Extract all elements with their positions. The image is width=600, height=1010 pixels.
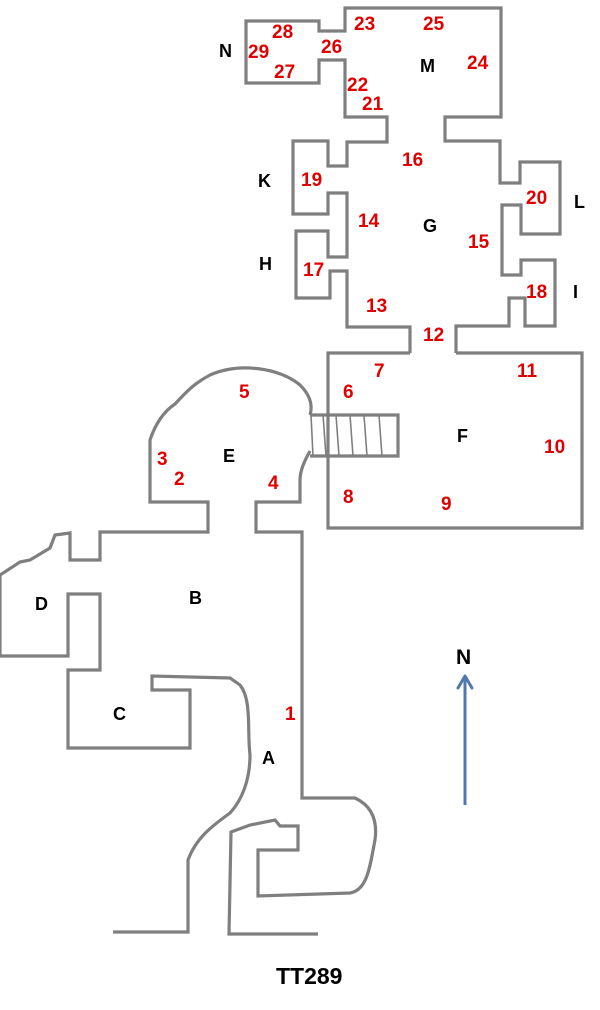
- scene-number-24: 24: [467, 53, 489, 74]
- plan-walls: [0, 6, 584, 936]
- plan-title: TT289: [276, 963, 342, 989]
- scene-number-14: 14: [358, 211, 380, 232]
- chamber-g-wall-west: [244, 6, 562, 353]
- scene-number-18: 18: [526, 282, 547, 303]
- room-label-b: B: [189, 588, 202, 608]
- room-label-e: E: [223, 446, 235, 466]
- north-arrow-label: N: [456, 646, 471, 669]
- scene-number-23: 23: [354, 14, 375, 35]
- scene-number-13: 13: [366, 296, 387, 317]
- room-label-c: C: [113, 704, 126, 724]
- scene-number-6: 6: [343, 382, 354, 403]
- scene-number-8: 8: [343, 487, 354, 508]
- scene-number-25: 25: [423, 14, 445, 35]
- scene-number-5: 5: [239, 382, 250, 403]
- room-label-m: M: [420, 56, 435, 76]
- room-label-f: F: [457, 426, 468, 446]
- stairs-outline: [310, 413, 400, 458]
- north-arrow-head-icon: [456, 674, 474, 690]
- scene-number-19: 19: [301, 170, 322, 191]
- north-arrow: N: [456, 646, 474, 805]
- scene-number-28: 28: [272, 22, 293, 43]
- scene-number-29: 29: [248, 42, 269, 63]
- room-label-i: I: [573, 282, 578, 302]
- room-label-a: A: [262, 748, 275, 768]
- passage-wall-east: [227, 450, 378, 936]
- stairs-treads: [310, 414, 383, 457]
- scene-number-4: 4: [268, 473, 279, 494]
- scene-number-20: 20: [526, 188, 547, 209]
- scene-number-2: 2: [174, 469, 185, 490]
- scene-number-7: 7: [374, 361, 385, 382]
- scene-number-1: 1: [285, 704, 296, 725]
- scene-number-26: 26: [321, 37, 342, 58]
- room-label-d: D: [35, 594, 48, 614]
- room-label-l: L: [574, 192, 585, 212]
- room-labels: A B C D E F G H I K L M N: [35, 41, 585, 768]
- scene-number-22: 22: [347, 75, 368, 96]
- room-label-h: H: [259, 254, 272, 274]
- entrance-wall-west: [0, 366, 313, 934]
- scene-number-21: 21: [362, 94, 384, 115]
- room-label-k: K: [258, 171, 271, 191]
- hall-f-wall: [326, 351, 584, 530]
- scene-number-10: 10: [544, 437, 565, 458]
- scene-number-16: 16: [402, 150, 423, 171]
- scene-numbers: 1 2 3 4 5 6 7 8 9 10 11 12 13 14 15 16 1…: [157, 14, 565, 725]
- scene-number-17: 17: [303, 260, 324, 281]
- room-label-g: G: [423, 216, 437, 236]
- scene-number-3: 3: [157, 449, 168, 470]
- room-label-n: N: [219, 41, 232, 61]
- scene-number-9: 9: [441, 494, 452, 515]
- scene-number-15: 15: [468, 232, 490, 253]
- scene-number-12: 12: [423, 325, 444, 346]
- scene-number-11: 11: [517, 361, 538, 382]
- scene-number-27: 27: [274, 62, 295, 83]
